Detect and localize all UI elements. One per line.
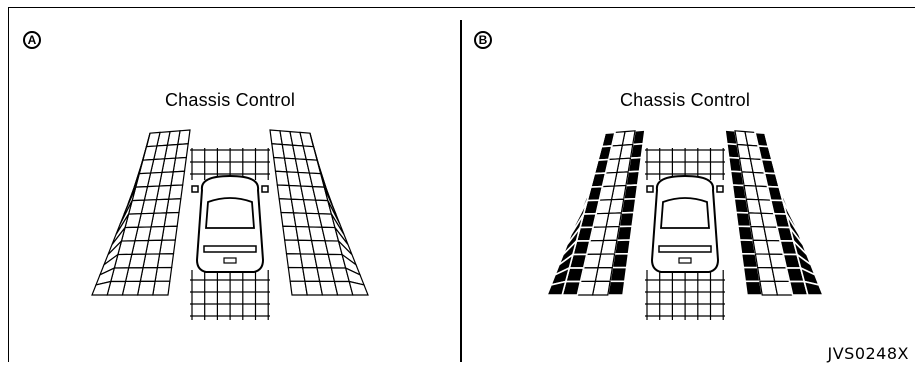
center-sensor-grid: [645, 148, 725, 320]
sensor-cell: [91, 280, 112, 296]
car-outline: [191, 174, 269, 273]
car-plate: [678, 257, 692, 264]
frame-left-border: [8, 7, 9, 362]
panel-b-letter-badge: B: [474, 31, 492, 49]
car-mirror-left: [191, 185, 199, 193]
sensor-cell: [545, 280, 567, 296]
sensor-cell: [152, 280, 171, 296]
car-bumper: [203, 245, 257, 253]
car-cabin: [205, 197, 255, 229]
car-outline: [646, 174, 724, 273]
panel-a-letter-badge: A: [23, 31, 41, 49]
car-mirror-right: [261, 185, 269, 193]
left-sensor-fan: [91, 129, 191, 296]
car-plate: [223, 257, 237, 264]
sensor-cell: [606, 280, 626, 296]
sensor-cell: [348, 280, 369, 296]
sensor-cell: [744, 280, 764, 296]
car-mirror-right: [716, 185, 724, 193]
car-cabin: [660, 197, 710, 229]
right-sensor-fan: [724, 129, 825, 296]
center-sensor-grid: [190, 148, 270, 320]
car-bumper: [658, 245, 712, 253]
frame-top-border: [8, 7, 915, 8]
sensor-cell: [803, 280, 825, 296]
panel-a-sensor-diagram: [91, 129, 369, 320]
panel-b-title: Chassis Control: [619, 90, 751, 110]
panel-divider: [460, 20, 462, 362]
panel-b-sensor-diagram: [545, 129, 825, 320]
sensor-cell: [289, 280, 308, 296]
right-sensor-fan: [269, 129, 369, 296]
figure-code: JVS0248X: [827, 344, 909, 363]
left-sensor-fan: [545, 129, 646, 296]
car-mirror-left: [646, 185, 654, 193]
panel-a-title: Chassis Control: [164, 90, 296, 110]
